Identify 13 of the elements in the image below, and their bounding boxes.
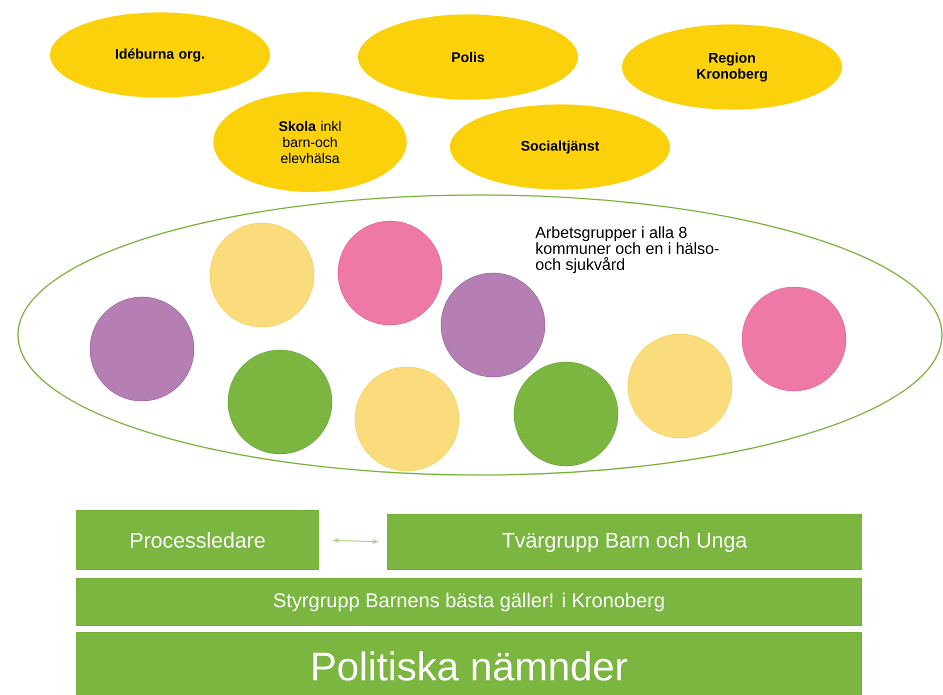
level-box: Politiska nämnder: [76, 632, 862, 695]
circle: [210, 222, 314, 328]
circle: [742, 286, 846, 392]
circle: [354, 366, 460, 472]
circle: [228, 350, 332, 454]
circle: [338, 220, 442, 326]
level-box: Processledare: [76, 510, 319, 570]
circle: [90, 296, 194, 402]
circle: [440, 272, 546, 378]
level-box: Styrgrupp Barnens bästa gäller! i Kronoberg: [76, 578, 862, 626]
circle: [514, 362, 618, 466]
circle: [628, 334, 732, 438]
level-box: Tvärgrupp Barn och Unga: [387, 514, 862, 570]
